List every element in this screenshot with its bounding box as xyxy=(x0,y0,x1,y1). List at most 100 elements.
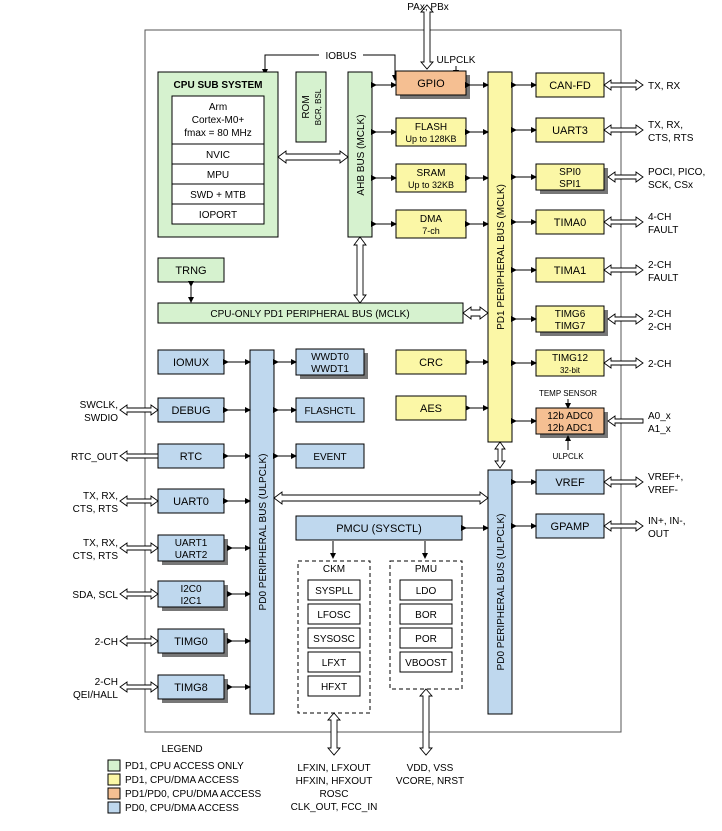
wwdt-block xyxy=(295,348,365,376)
svg-text:SYSOSC: SYSOSC xyxy=(313,634,355,645)
svg-text:GPAMP: GPAMP xyxy=(551,521,590,533)
svg-text:SPI1: SPI1 xyxy=(559,179,581,190)
svg-text:TRNG: TRNG xyxy=(175,265,206,277)
timg0-block xyxy=(157,628,225,654)
svg-text:WWDT0: WWDT0 xyxy=(311,352,349,363)
legend-swatch xyxy=(107,759,121,772)
rom-block xyxy=(295,71,327,143)
trng-block xyxy=(157,257,225,283)
svg-text:PD1, CPU ACCESS ONLY: PD1, CPU ACCESS ONLY xyxy=(125,761,244,772)
svg-text:UART1: UART1 xyxy=(175,538,208,549)
svg-text:2-CH: 2-CH xyxy=(95,637,118,648)
dma-block xyxy=(395,209,467,239)
left-pd0-peripherals: IOMUX DEBUG SWCLK, SWDIO RTC RTC_OUT UAR… xyxy=(71,349,251,703)
svg-text:POCI, PICO,: POCI, PICO, xyxy=(648,167,705,178)
pmu-items: LDO BOR POR VBOOST xyxy=(399,579,453,673)
svg-text:PD0 PERIPHERAL BUS (ULPCLK): PD0 PERIPHERAL BUS (ULPCLK) xyxy=(258,454,269,611)
svg-text:TIMA1: TIMA1 xyxy=(554,265,586,277)
ioport-block xyxy=(171,203,265,225)
svg-text:CTS, RTS: CTS, RTS xyxy=(648,133,694,144)
svg-text:PD1/PD0, CPU/DMA ACCESS: PD1/PD0, CPU/DMA ACCESS xyxy=(125,789,261,800)
svg-text:A1_x: A1_x xyxy=(648,424,671,435)
spi-block xyxy=(535,163,605,191)
svg-text:TIMG7: TIMG7 xyxy=(555,321,586,332)
svg-text:SWD + MTB: SWD + MTB xyxy=(190,190,246,201)
svg-text:SPI0: SPI0 xyxy=(559,167,581,178)
svg-text:CKM: CKM xyxy=(323,564,345,575)
svg-text:2-CH: 2-CH xyxy=(648,322,671,333)
svg-text:CAN-FD: CAN-FD xyxy=(549,80,591,92)
iobus-label: IOBUS xyxy=(325,51,356,62)
cortex-core xyxy=(171,95,265,145)
i2c-block xyxy=(157,580,225,608)
svg-text:IOPORT: IOPORT xyxy=(199,210,237,221)
canfd-block xyxy=(535,72,605,98)
svg-text:HFXIN, HFXOUT: HFXIN, HFXOUT xyxy=(296,776,373,787)
svg-text:RTC: RTC xyxy=(180,451,202,463)
svg-text:PD0 PERIPHERAL BUS (ULPCLK): PD0 PERIPHERAL BUS (ULPCLK) xyxy=(496,514,507,671)
pmu-group xyxy=(389,560,463,690)
pd0-bus-left xyxy=(249,349,275,715)
svg-text:TX, RX,: TX, RX, xyxy=(648,120,683,131)
aes-block xyxy=(395,395,467,421)
svg-text:DEBUG: DEBUG xyxy=(171,405,210,417)
debug-block xyxy=(157,397,225,423)
svg-text:FLASHCTL: FLASHCTL xyxy=(304,406,356,417)
svg-text:TEMP SENSOR: TEMP SENSOR xyxy=(539,389,597,398)
svg-text:POR: POR xyxy=(415,634,437,645)
legend-swatch xyxy=(107,801,121,814)
svg-text:LFOSC: LFOSC xyxy=(317,610,350,621)
iomux-block xyxy=(157,349,225,375)
svg-text:7-ch: 7-ch xyxy=(422,226,440,236)
svg-text:A0_x: A0_x xyxy=(648,411,671,422)
gpio-block xyxy=(395,70,467,96)
svg-text:32-bit: 32-bit xyxy=(560,366,581,375)
pd0-bus-right xyxy=(487,469,513,715)
legend-swatch xyxy=(107,787,121,800)
svg-text:UART0: UART0 xyxy=(173,496,209,508)
tima0-block xyxy=(535,209,605,235)
top-pins-label: PAx, PBx xyxy=(407,2,449,13)
svg-text:Cortex-M0+: Cortex-M0+ xyxy=(192,115,245,126)
svg-text:TX, RX,: TX, RX, xyxy=(83,538,118,549)
svg-text:12b ADC1: 12b ADC1 xyxy=(547,423,593,434)
svg-text:VBOOST: VBOOST xyxy=(405,658,447,669)
svg-text:WWDT1: WWDT1 xyxy=(311,364,349,375)
timg12-block xyxy=(535,349,605,377)
svg-text:2-CH: 2-CH xyxy=(648,359,671,370)
ulpclk-top-label: ULPCLK xyxy=(437,55,476,66)
svg-text:EVENT: EVENT xyxy=(313,452,346,463)
svg-text:fmax = 80 MHz: fmax = 80 MHz xyxy=(184,128,252,139)
crc-block xyxy=(395,349,467,375)
gpio-pins-arrow xyxy=(420,4,434,70)
pmcu-block xyxy=(295,515,463,541)
svg-text:ROSC: ROSC xyxy=(320,789,349,800)
svg-text:BCR, BSL: BCR, BSL xyxy=(314,88,323,125)
svg-text:RTC_OUT: RTC_OUT xyxy=(71,452,118,463)
right-pd1-peripherals: CAN-FD TX, RX UART3 TX, RX, CTS, RTS SPI… xyxy=(511,72,705,461)
cpu-subsystem-title: CPU SUB SYSTEM xyxy=(174,80,263,91)
uart0-block xyxy=(157,488,225,514)
pmu-pins: VDD, VSS VCORE, NRST xyxy=(396,763,464,787)
flashctl-block xyxy=(295,397,365,423)
sram-block xyxy=(395,163,467,193)
svg-text:ROM: ROM xyxy=(301,95,312,118)
pd1-peripheral-bus xyxy=(487,71,513,443)
svg-text:TX, RX,: TX, RX, xyxy=(83,491,118,502)
legend: LEGEND PD1, CPU ACCESS ONLY PD1, CPU/DMA… xyxy=(107,744,261,814)
svg-text:TIMG12: TIMG12 xyxy=(552,353,589,364)
rtc-block xyxy=(157,443,225,469)
legend-title: LEGEND xyxy=(161,744,202,755)
svg-text:Up to 32KB: Up to 32KB xyxy=(408,180,454,190)
svg-text:CPU-ONLY PD1 PERIPHERAL BUS (: CPU-ONLY PD1 PERIPHERAL BUS (MCLK) xyxy=(210,309,409,320)
svg-text:OUT: OUT xyxy=(648,529,669,540)
svg-text:NVIC: NVIC xyxy=(206,150,230,161)
svg-text:2-CH: 2-CH xyxy=(95,677,118,688)
svg-text:PMU: PMU xyxy=(415,564,437,575)
svg-text:4-CH: 4-CH xyxy=(648,212,671,223)
svg-text:FLASH: FLASH xyxy=(415,122,447,133)
svg-text:TX, RX: TX, RX xyxy=(648,81,681,92)
svg-text:UART3: UART3 xyxy=(552,125,588,137)
svg-text:CTS, RTS: CTS, RTS xyxy=(73,504,119,515)
